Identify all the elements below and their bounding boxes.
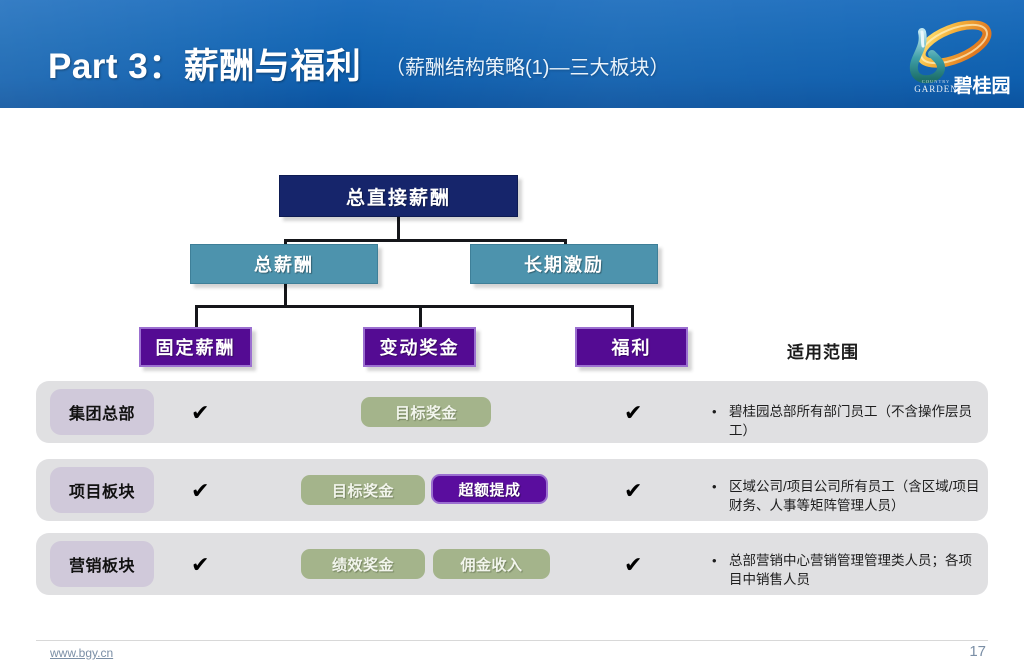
scope-column-heading: 适用范围: [787, 343, 859, 362]
tree-node-total-compensation-label: 总薪酬: [254, 255, 314, 275]
connector-to-benefits: [631, 305, 634, 327]
tree-node-long-term-incentive-label: 长期激励: [524, 255, 604, 275]
connector-totalcomp-down: [284, 283, 287, 307]
scope-cell-row1: • 碧桂园总部所有部门员工（不含操作层员工）: [712, 402, 980, 440]
tree-node-benefits[interactable]: 福利: [575, 327, 688, 367]
badge-target-bonus-row2-text: 目标奖金: [331, 482, 394, 500]
svg-text:GARDEN: GARDEN: [914, 84, 958, 94]
country-garden-logo: GARDEN COUNTRY 碧桂园: [892, 14, 1011, 98]
tree-node-variable-bonus[interactable]: 变动奖金: [363, 327, 476, 367]
row-label-project-segment[interactable]: 项目板块: [50, 467, 154, 513]
page-title: Part 3：薪酬与福利: [48, 47, 362, 86]
bullet-icon: •: [712, 479, 717, 494]
badge-excess-commission-row2-text: 超额提成: [458, 481, 521, 499]
tree-node-total-compensation[interactable]: 总薪酬: [190, 244, 378, 284]
check-fixed-pay-row2: ✔: [191, 478, 210, 503]
badge-target-bonus-row1[interactable]: 目标奖金: [361, 397, 491, 427]
scope-cell-row3: • 总部营销中心营销管理管理类人员；各项目中销售人员: [712, 551, 980, 589]
badge-excess-commission-row2[interactable]: 超额提成: [431, 474, 548, 504]
connector-root-horizontal: [284, 239, 567, 242]
check-benefits-row1: ✔: [624, 400, 643, 425]
connector-root-down: [397, 216, 400, 242]
tree-node-benefits-label: 福利: [611, 338, 652, 358]
tree-node-fixed-pay-label: 固定薪酬: [155, 338, 236, 358]
footer-page-number: 17: [969, 643, 986, 660]
scope-cell-row2-text: 区域公司/项目公司所有员工（含区域/项目财务、人事等矩阵管理人员）: [729, 479, 980, 514]
badge-target-bonus-row2[interactable]: 目标奖金: [301, 475, 425, 505]
row-label-group-hq-text: 集团总部: [68, 406, 135, 423]
bullet-icon: •: [712, 404, 717, 419]
scope-cell-row3-text: 总部营销中心营销管理管理类人员；各项目中销售人员: [729, 553, 972, 588]
tree-node-root[interactable]: 总直接薪酬: [279, 175, 518, 217]
footer-website-link[interactable]: www.bgy.cn: [50, 646, 114, 660]
scope-cell-row1-text: 碧桂园总部所有部门员工（不含操作层员工）: [729, 404, 972, 439]
table-row[interactable]: 营销板块 ✔ 绩效奖金 佣金收入 ✔: [36, 533, 988, 595]
page-subtitle: （薪酬结构策略(1)—三大板块）: [385, 57, 670, 79]
badge-performance-bonus-row3[interactable]: 绩效奖金: [301, 549, 425, 579]
row-label-marketing-segment-text: 营销板块: [68, 558, 135, 575]
org-tree-diagram: 总直接薪酬 总薪酬 长期激励 固定薪酬 变动奖金 福利: [0, 0, 1024, 367]
check-fixed-pay-row3: ✔: [191, 552, 210, 577]
logo-svg: GARDEN COUNTRY 碧桂园: [909, 20, 1011, 97]
connector-to-fixed-pay: [195, 305, 198, 327]
footer-divider: [36, 640, 988, 641]
check-benefits-row2: ✔: [624, 478, 643, 503]
row-label-marketing-segment[interactable]: 营销板块: [50, 541, 154, 587]
scope-cell-row2: • 区域公司/项目公司所有员工（含区域/项目财务、人事等矩阵管理人员）: [712, 477, 980, 515]
svg-text:碧桂园: 碧桂园: [952, 74, 1010, 97]
bullet-icon: •: [712, 553, 717, 568]
table-row[interactable]: 集团总部 ✔ 目标奖金 ✔: [36, 381, 988, 443]
connector-to-variable-bonus: [419, 305, 422, 327]
table-row[interactable]: 项目板块 ✔ 目标奖金 超额提成 ✔: [36, 459, 988, 521]
tree-node-fixed-pay[interactable]: 固定薪酬: [139, 327, 252, 367]
tree-node-root-label: 总直接薪酬: [345, 187, 451, 209]
row-label-project-segment-text: 项目板块: [68, 484, 135, 501]
connector-level3-horizontal: [195, 305, 634, 308]
badge-commission-income-row3[interactable]: 佣金收入: [433, 549, 550, 579]
tree-node-variable-bonus-label: 变动奖金: [379, 338, 460, 358]
check-fixed-pay-row1: ✔: [191, 400, 210, 425]
badge-performance-bonus-row3-text: 绩效奖金: [331, 556, 394, 574]
svg-text:COUNTRY: COUNTRY: [922, 79, 951, 84]
tree-node-long-term-incentive[interactable]: 长期激励: [470, 244, 658, 284]
check-benefits-row3: ✔: [624, 552, 643, 577]
badge-target-bonus-row1-text: 目标奖金: [394, 404, 457, 422]
badge-commission-income-row3-text: 佣金收入: [460, 556, 523, 574]
row-label-group-hq[interactable]: 集团总部: [50, 389, 154, 435]
